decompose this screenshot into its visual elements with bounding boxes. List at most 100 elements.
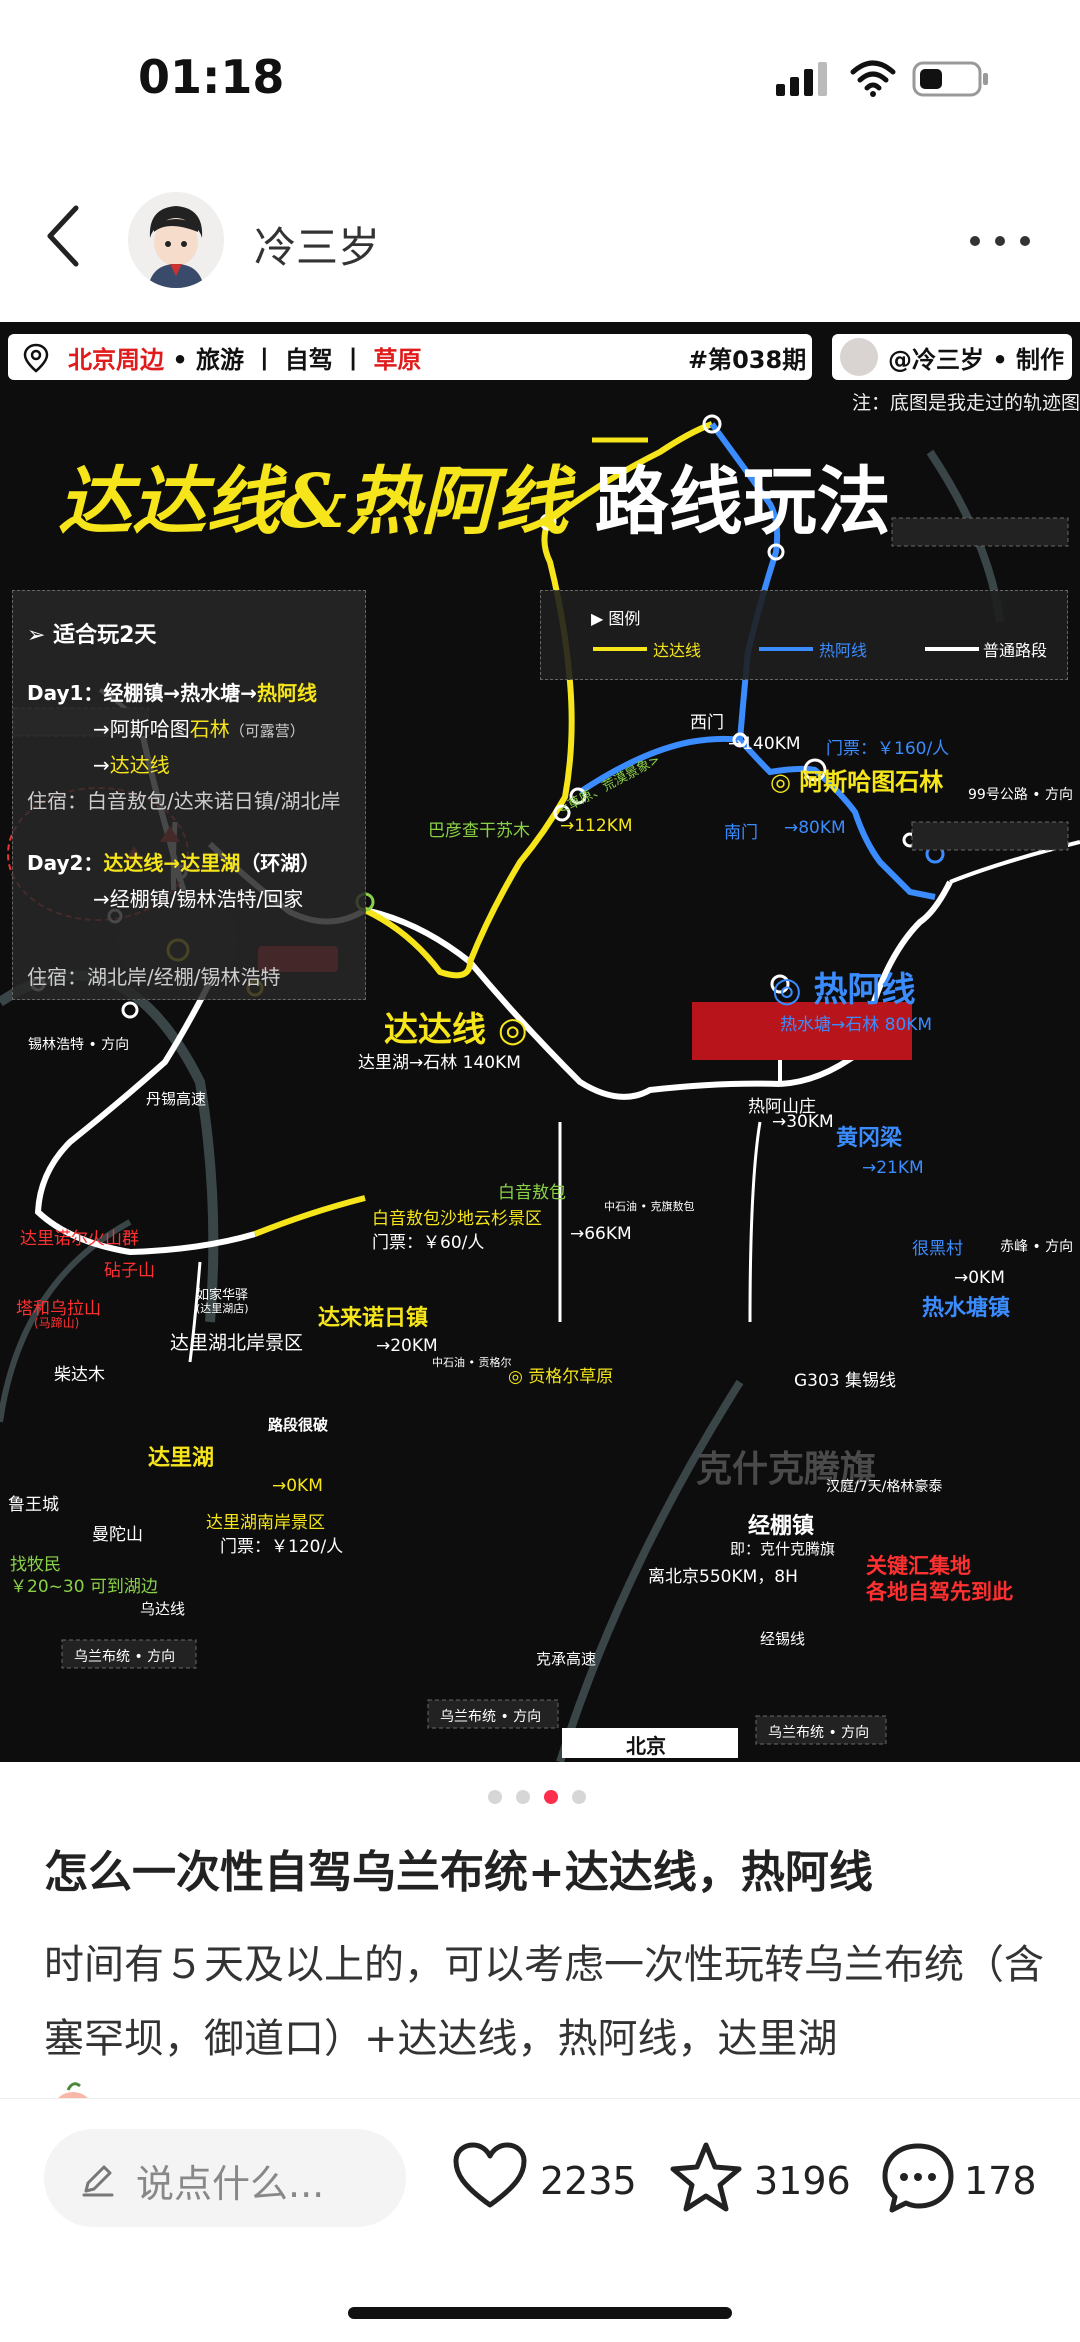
label-dalibeian: 达里湖北岸景区: [170, 1332, 304, 1354]
more-options-icon[interactable]: [968, 234, 1032, 248]
image-pagination: [488, 1790, 592, 1806]
label-xilin: 锡林浩特 • 方向: [28, 1037, 130, 1053]
label-rea-sub: 热水塘→石林 80KM: [780, 1015, 933, 1035]
day1-route-a-hl: 热阿线: [256, 681, 317, 705]
label-rujia2: (达里湖店): [196, 1302, 249, 1315]
label-gonggeer-text: 贡格尔草原: [528, 1367, 614, 1387]
label-km20: →20KM: [376, 1336, 438, 1356]
day1-route-b: →阿斯哈图: [93, 717, 190, 741]
suitable-text: 适合玩2天: [53, 623, 157, 648]
label-rea-line-text: 热阿线: [813, 970, 916, 1010]
label-hub2: 各地自驾先到此: [866, 1580, 1013, 1604]
label-herder: 找牧民: [10, 1555, 61, 1575]
author-name[interactable]: 冷三岁: [254, 223, 381, 272]
label-km80: →80KM: [784, 818, 846, 838]
image-topbar-tags: 北京周边 • 旅游 丨 自驾 丨 草原: [68, 340, 421, 375]
label-wulan2: 乌兰布统 • 方向: [440, 1709, 542, 1725]
battery-icon: [912, 61, 988, 97]
comment-button[interactable]: 178: [880, 2141, 1050, 2221]
day1-route-b-note: （可露营）: [229, 722, 305, 740]
day2-line1: Day2：达达线→达里湖（环湖）: [27, 847, 320, 876]
label-ticket120: 门票：￥120/人: [220, 1537, 344, 1557]
label-ticket60: 门票：￥60/人: [372, 1233, 485, 1253]
label-sinopec1: 中石油 • 克旗敖包: [604, 1200, 695, 1213]
label-reashan: 热阿山庄: [748, 1097, 816, 1117]
maker-text: @冷三岁 • 制作: [888, 346, 1065, 374]
post-image-map[interactable]: 北京周边 • 旅游 丨 自驾 丨 草原 #第038期 @冷三岁 • 制作 注：底…: [0, 322, 1080, 1762]
itinerary-box: ➢ 适合玩2天 Day1：经棚镇→热水塘→热阿线 →阿斯哈图石林（可露营） →达…: [12, 590, 366, 1000]
like-button[interactable]: 2235: [452, 2141, 637, 2221]
map-title-yellow: 达达线&热阿线: [58, 459, 569, 545]
label-sinopec2: 中石油 • 贡格尔: [432, 1356, 512, 1369]
legend-blue-line: [759, 647, 813, 651]
clock: 01:18: [138, 50, 285, 104]
like-count: 2235: [540, 2159, 637, 2203]
label-dalinanan: 达里湖南岸景区: [206, 1513, 325, 1533]
label-ashatu-text: 阿斯哈图石林: [799, 768, 944, 796]
map-note: 注：底图是我走过的轨迹图: [852, 392, 1080, 414]
map-title: 达达线&热阿线 路线玩法: [58, 442, 891, 549]
label-dada-line-text: 达达线: [384, 1010, 486, 1050]
label-hub1: 关键汇集地: [866, 1554, 971, 1578]
day1-route-c-hl: 达达线: [109, 753, 170, 777]
label-distance: 离北京550KM，8H: [648, 1567, 798, 1587]
label-luwangcheng: 鲁王城: [8, 1495, 59, 1515]
location-tag: 北京周边: [68, 346, 164, 374]
label-keshi: 克什克腾旗: [696, 1449, 877, 1490]
label-jingjing: 经锡线: [760, 1630, 806, 1648]
heart-icon: [453, 2142, 527, 2208]
post-description: 时间有５天及以上的，可以考虑一次性玩转乌兰布统（含塞罕坝，御道口）+达达线，热阿…: [44, 1942, 1044, 2062]
label-huanggang: 黄冈梁: [836, 1126, 903, 1151]
page-dot: [572, 1790, 586, 1804]
label-km0b: →0KM: [272, 1476, 323, 1496]
grassland-tag: 草原: [373, 346, 422, 374]
day2-route-a-hl: 达达线→达里湖: [103, 851, 241, 875]
label-kecheng: 克承高速: [536, 1650, 597, 1668]
comment-input[interactable]: 说点什么...: [44, 2129, 406, 2227]
page-dot: [488, 1790, 502, 1804]
label-wulan1: 乌兰布统 • 方向: [74, 1649, 176, 1665]
legend-blue: 热阿线: [819, 641, 868, 660]
home-indicator[interactable]: [348, 2307, 732, 2319]
label-dada-sub: 达里湖→石林 140KM: [358, 1053, 521, 1073]
post-header: 冷三岁: [0, 180, 1080, 300]
label-km112: →112KM: [560, 816, 633, 836]
page-dot-active: [544, 1790, 558, 1804]
label-dada-line: 达达线 ◎: [384, 1010, 528, 1050]
day1-line2: →阿斯哈图石林（可露营）: [93, 713, 305, 742]
label-henhei: 很黑村: [912, 1239, 963, 1259]
label-bayan: 巴彦查干苏木: [428, 821, 530, 841]
label-chifeng: 赤峰 • 方向: [1000, 1239, 1074, 1255]
image-topbar: 北京周边 • 旅游 丨 自驾 丨 草原 #第038期: [8, 334, 812, 380]
location-pin-icon: [23, 343, 49, 373]
day1-route-a: 经棚镇→热水塘→: [103, 681, 257, 705]
label-ticket160: 门票：￥160/人: [826, 739, 950, 759]
star-button[interactable]: 3196: [668, 2141, 851, 2221]
map-legend: ▶ 图例 达达线 热阿线 普通路段: [540, 590, 1068, 680]
post-title: 怎么一次性自驾乌兰布统+达达线，热阿线: [44, 1847, 873, 1898]
comment-placeholder: 说点什么...: [136, 2162, 325, 2206]
legend-yellow: 达达线: [653, 641, 702, 660]
legend-white-line: [925, 647, 979, 651]
back-arrow-icon[interactable]: [44, 204, 84, 268]
label-wulan-line: 乌达线: [140, 1600, 186, 1618]
label-ximen: 西门: [690, 713, 724, 733]
label-km140: →140KM: [728, 734, 801, 754]
label-hotels: 汉庭/7天/格林豪泰: [826, 1479, 943, 1495]
page-dot: [516, 1790, 530, 1804]
map-title-white: 路线玩法: [594, 459, 891, 545]
label-nanmen: 南门: [724, 823, 758, 843]
wifi-icon: [850, 60, 896, 97]
label-km0a: →0KM: [954, 1268, 1005, 1288]
star-count: 3196: [754, 2159, 851, 2203]
label-herder-price: ￥20~30 可到湖边: [10, 1577, 158, 1597]
bottom-action-bar: 说点什么... 2235 3196 178: [0, 2098, 1080, 2342]
label-km30: →30KM: [772, 1112, 834, 1132]
label-wulan3: 乌兰布统 • 方向: [768, 1725, 870, 1741]
author-avatar[interactable]: [128, 192, 224, 288]
avatar-cartoon-icon: [128, 192, 224, 288]
day1-route-b-hl: 石林: [189, 717, 230, 741]
label-rea-line: ◎ 热阿线: [772, 970, 916, 1010]
maker-badge: @冷三岁 • 制作: [832, 334, 1072, 380]
label-volcano: 达里诺尔火山群: [20, 1229, 139, 1249]
